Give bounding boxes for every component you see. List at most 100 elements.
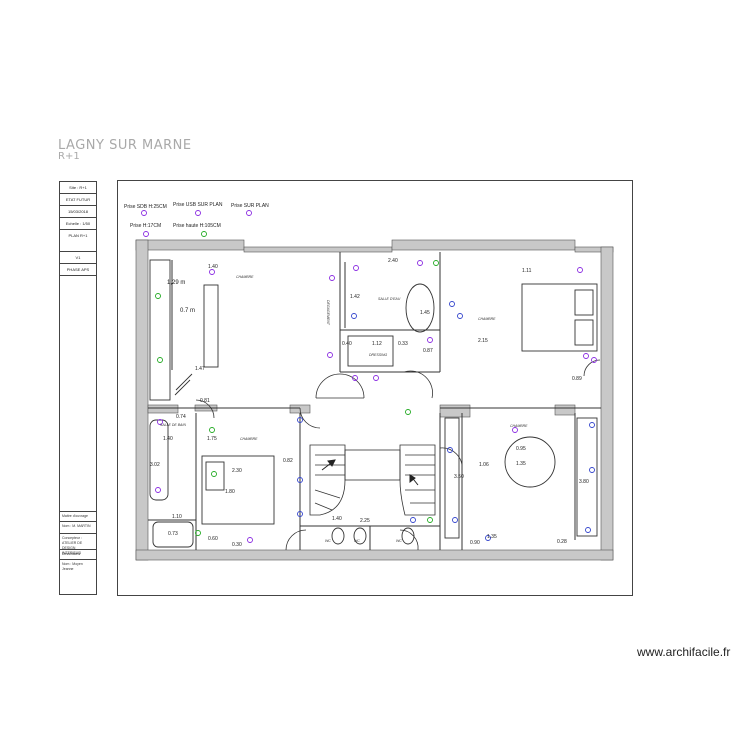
dim-label: 0.33	[398, 341, 408, 347]
legend-label-5: Prise haute H:105CM	[173, 223, 221, 229]
outlet-symbol	[297, 417, 303, 423]
room-label-wc-1: WC	[325, 539, 331, 543]
tub-oval	[405, 283, 435, 333]
room-label-degagement: DEGAGEMENT	[326, 300, 330, 326]
dim-label: 3.80	[579, 479, 589, 485]
dim-label: 0.81	[200, 398, 210, 404]
title-block-date: 15/03/2018	[60, 206, 96, 218]
outlet-symbol	[577, 267, 583, 273]
floor-level: R+1	[58, 151, 80, 162]
outlet-symbol	[209, 269, 215, 275]
dim-label: 0.87	[423, 348, 433, 354]
legend-labels: Prise SDB H:25CM Prise USB SUR PLAN Pris…	[124, 202, 269, 229]
dim-label: 1.75	[207, 436, 217, 442]
room-label-wc-3: WC	[396, 539, 402, 543]
pillow-3	[205, 461, 225, 491]
outlet-symbol	[583, 353, 589, 359]
dim-label: 0.90	[470, 540, 480, 546]
title-block-spacer	[60, 276, 96, 512]
plan-frame	[117, 180, 633, 596]
legend-label-2: Prise USB SUR PLAN	[173, 202, 223, 208]
outlet-symbol	[585, 527, 591, 533]
room-labels: CHAMBRE CHAMBRE CHAMBRE CHAMBRE SALLE DE…	[160, 275, 528, 543]
door-arc-3	[299, 407, 321, 429]
title-block-scale: Echelle : 1/50	[60, 218, 96, 230]
watermark[interactable]: www.archifacile.fr	[637, 645, 731, 659]
outlet-symbol	[373, 375, 379, 381]
room-label-chambre-3: CHAMBRE	[240, 437, 258, 441]
wall-top-center	[391, 239, 576, 251]
outlet-symbol	[512, 427, 518, 433]
legend-symbol-2	[195, 210, 201, 216]
dim-label: 1.40	[208, 264, 218, 270]
outlet-symbol	[591, 357, 597, 363]
wall-top-mid	[243, 246, 393, 253]
dim-label: 1.35	[487, 534, 497, 540]
wc-bowl-3	[401, 527, 415, 545]
outlet-symbol	[297, 477, 303, 483]
closet-right-2	[576, 417, 598, 537]
walls	[135, 239, 614, 561]
stair-right	[399, 444, 436, 516]
outlet-symbol	[353, 265, 359, 271]
title-block-owner-name: Nom : M. MARTIN	[60, 522, 96, 534]
dim-label: 1.11	[522, 268, 532, 274]
door-arc-2	[403, 370, 433, 399]
wall-int-right	[554, 404, 576, 416]
outlet-symbol	[485, 535, 491, 541]
dim-label: 0.73	[168, 531, 178, 537]
legend-symbol-4	[143, 231, 149, 237]
wall-bottom	[135, 549, 614, 561]
title-block-version: V1	[60, 252, 96, 264]
stair-landing	[344, 449, 401, 481]
room-label-dressing: DRESSING	[369, 353, 388, 357]
door-arc-8	[195, 399, 215, 419]
outlet-symbol	[247, 537, 253, 543]
outlet-symbol	[417, 260, 423, 266]
wc-bowl-2	[353, 527, 367, 545]
legend-label-3: Prise SUR PLAN	[231, 203, 269, 209]
title-block-phase: PHASE APS	[60, 264, 96, 276]
legend-label-4: Prise H:17CM	[130, 223, 161, 229]
dim-label: 1.35	[516, 461, 526, 467]
wall-int-mid	[439, 404, 471, 418]
dim-label: 0.82	[283, 458, 293, 464]
room-label-chambre-2: CHAMBRE	[478, 317, 496, 321]
dim-label: 0.60	[208, 536, 218, 542]
outlet-symbol	[297, 511, 303, 517]
pillow-2	[574, 319, 594, 346]
title-block-plan: PLAN R+1	[60, 230, 96, 252]
stair-left	[309, 444, 346, 516]
shower	[152, 521, 194, 548]
staircase	[309, 444, 436, 516]
legend-symbol-3	[246, 210, 252, 216]
outlet-symbol	[352, 375, 358, 381]
outlet-symbol	[157, 357, 163, 363]
outlet-symbol	[427, 337, 433, 343]
dim-label: 0.40	[342, 341, 352, 347]
dim-label: 1.10	[172, 514, 182, 520]
outlet-symbol	[209, 427, 215, 433]
outlet-symbol	[452, 517, 458, 523]
dim-label: 3.50	[454, 474, 464, 480]
dressing-box	[347, 335, 394, 367]
closet-right-1	[444, 417, 460, 539]
outlet-symbol	[447, 447, 453, 453]
outlet-symbol	[405, 409, 411, 415]
dim-label: 1.47	[195, 366, 205, 372]
dim-label: 1.80	[225, 489, 235, 495]
door-arc-5	[285, 529, 307, 551]
title-block-designer: Concepteur : ATELIER DE DESIGN INTERIEUR	[60, 534, 96, 555]
outlet-symbol	[589, 422, 595, 428]
title-block: Site : R+1 ETAT FUTUR 15/03/2018 Echelle…	[59, 181, 97, 595]
door-arc-7	[583, 359, 601, 377]
outlet-symbol	[327, 352, 333, 358]
dim-label: 0.30	[232, 542, 242, 548]
outlet-symbol	[457, 313, 463, 319]
dim-label: 2.40	[388, 258, 398, 264]
dimension-labels: 1,29 m 0.7 m 1.47 2.40 1.42 1.11 1.45 2.…	[150, 258, 589, 548]
outlet-symbol	[329, 275, 335, 281]
outlet-symbol	[157, 419, 163, 425]
wall-right	[600, 246, 614, 561]
towel-rail	[174, 379, 191, 396]
